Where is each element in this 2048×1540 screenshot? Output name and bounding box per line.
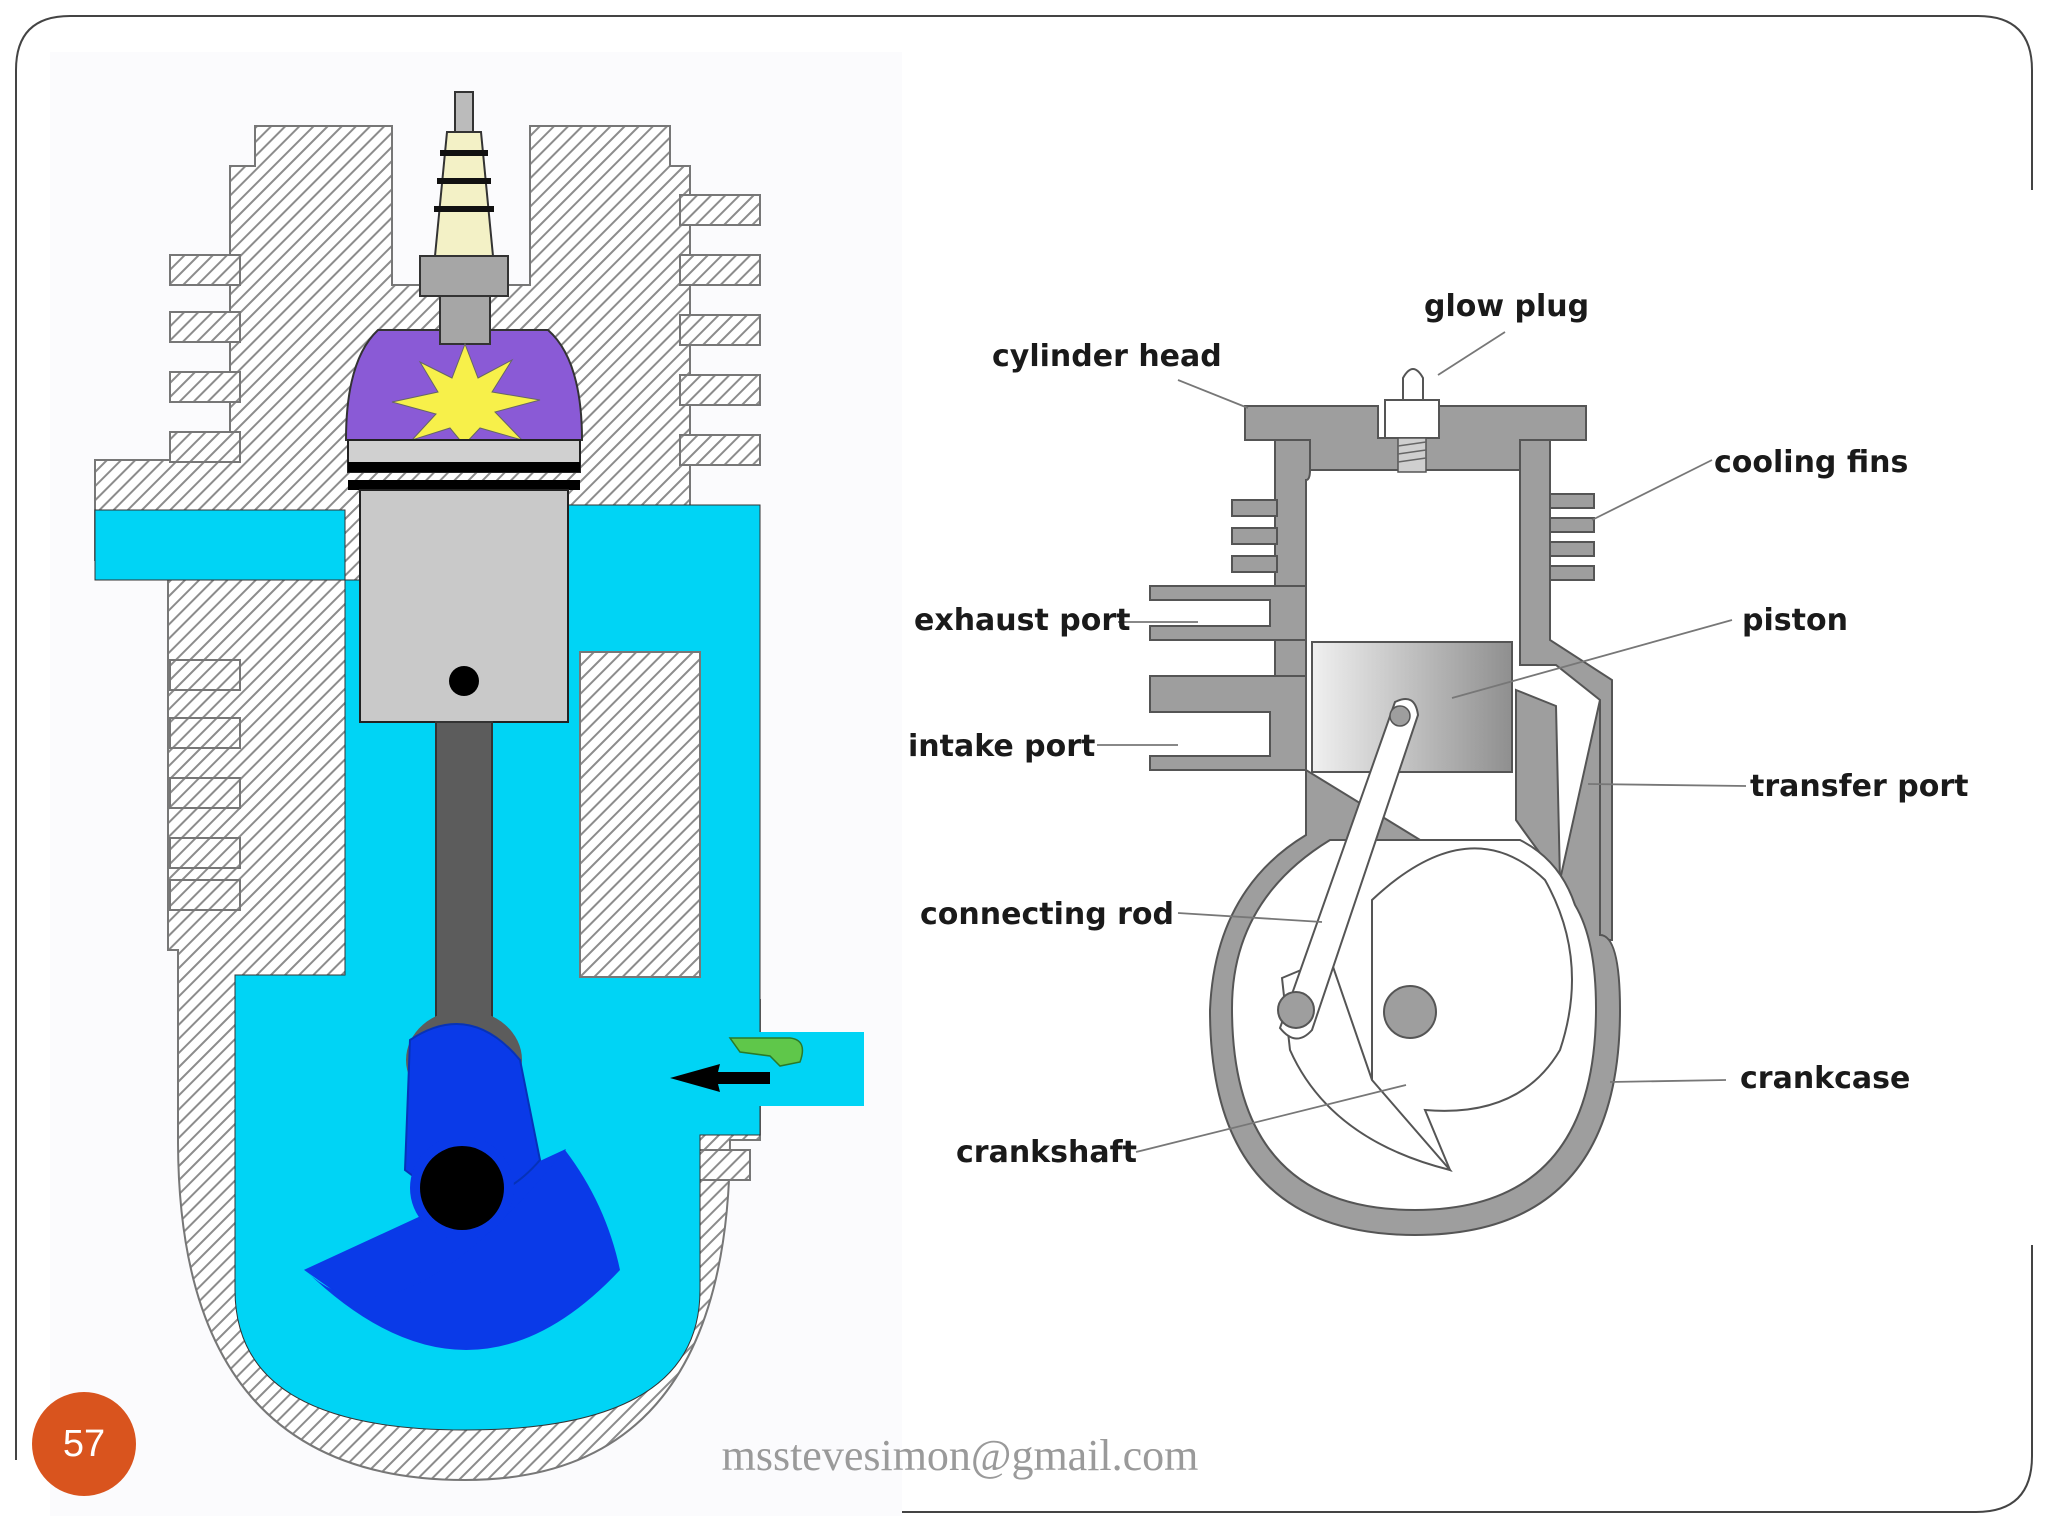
footer-email: msstevesimon@gmail.com: [721, 1431, 1199, 1480]
leader-lines: [1097, 331, 1747, 1153]
label-cylinder-head: cylinder head: [992, 339, 1222, 374]
part-labels: glow plug cylinder head cooling fins exh…: [908, 289, 1968, 1170]
label-glow-plug: glow plug: [1424, 289, 1589, 324]
slide-number-badge: 57: [32, 1392, 136, 1496]
engine-schematic: glow plug cylinder head cooling fins exh…: [908, 289, 1968, 1237]
left-arrow-icon: [670, 1064, 770, 1092]
label-piston: piston: [1742, 603, 1848, 638]
intake-flow-indicator: [670, 1037, 804, 1092]
label-transfer-port: transfer port: [1750, 769, 1968, 804]
label-crankcase: crankcase: [1740, 1061, 1910, 1096]
label-connecting-rod: connecting rod: [920, 897, 1174, 932]
label-cooling-fins: cooling fins: [1714, 445, 1908, 480]
crankshaft-left: [304, 1023, 620, 1350]
label-crankshaft: crankshaft: [956, 1135, 1137, 1170]
crankshaft-part: [1280, 847, 1573, 1172]
piston-left: [347, 439, 581, 723]
label-exhaust-port: exhaust port: [914, 603, 1131, 638]
slide-frame: [15, 15, 2033, 1513]
spark-plug: [419, 91, 509, 345]
label-intake-port: intake port: [908, 729, 1095, 764]
cylinder-wall: [1149, 439, 1311, 771]
glow-plug-part: [1384, 368, 1440, 473]
connecting-rod-part: [1277, 698, 1420, 1040]
engine-cutaway-illustration: [50, 52, 902, 1516]
combustion-chamber: [344, 329, 584, 446]
